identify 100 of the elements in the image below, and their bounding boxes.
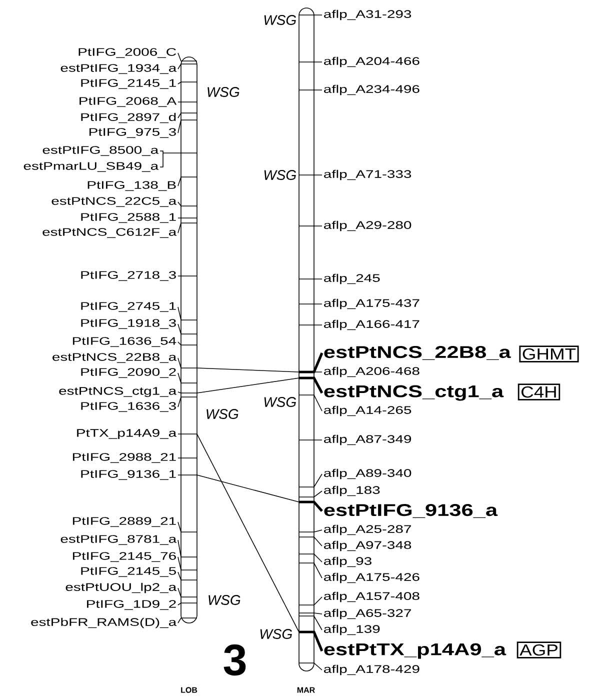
marker-label: aflp_A89-340 — [324, 468, 412, 480]
leader-line — [178, 112, 198, 118]
marker-label: aflp_A65-327 — [324, 608, 411, 620]
leader-line — [178, 474, 198, 476]
marker-label: aflp_183 — [324, 486, 380, 496]
marker-label: PtIFG_2006_C — [78, 48, 176, 58]
leader-line — [178, 176, 198, 186]
connector-line — [196, 378, 300, 394]
connector-line — [196, 434, 300, 632]
leader-line — [298, 562, 322, 578]
marker-label: aflp_A71-333 — [324, 170, 412, 180]
leader-line — [298, 662, 322, 670]
group-label: WSG — [204, 408, 240, 420]
marker-label: aflp_139 — [324, 624, 380, 636]
marker-label: estPtNCS_22C5_a — [52, 197, 177, 207]
leader-line — [178, 64, 198, 70]
marker-label: aflp_A178-429 — [324, 664, 420, 676]
marker-label: aflp_A29-280 — [324, 220, 412, 232]
gene-box: AGP — [516, 642, 562, 658]
leader-line — [178, 556, 198, 570]
marker-label: aflp_A204-466 — [324, 56, 420, 68]
marker-label: PtIFG_975_3 — [90, 128, 176, 138]
marker-label: PtIFG_2145_5 — [81, 567, 176, 577]
leader-line — [178, 324, 198, 334]
group-label: WSG — [262, 14, 298, 26]
marker-label: estPtIFG_8781_a — [60, 535, 177, 545]
marker-label: PtIFG_1636_54 — [72, 337, 176, 347]
marker-label: PtIFG_138_B — [88, 181, 176, 191]
marker-label: estPtNCS_22B8_a — [324, 346, 511, 360]
gene-box: GHMT — [519, 346, 579, 362]
marker-label: estPtIFG_9136_a — [324, 504, 498, 518]
leader-line — [298, 324, 322, 326]
marker-label: estPmarLU_SB49_a — [24, 162, 159, 172]
group-label: WSG — [205, 86, 241, 98]
leader-line — [178, 602, 198, 606]
leader-line — [298, 612, 322, 614]
marker-label: estPtNCS_ctg1_a — [324, 385, 504, 401]
chromosome-bar — [298, 8, 314, 672]
marker-label: aflp_A97-348 — [324, 540, 412, 552]
leader-line — [298, 596, 322, 606]
marker-label: aflp_A25-287 — [324, 524, 411, 536]
marker-label: PtIFG_1636_3 — [81, 402, 176, 412]
leader-line — [178, 396, 198, 408]
leader-line — [178, 522, 198, 532]
marker-label: PtIFG_1D9_2 — [87, 600, 176, 610]
group-label: WSG — [262, 169, 298, 181]
marker-label: PtIFG_1918_3 — [81, 319, 176, 329]
leader-line — [299, 630, 324, 652]
bracket-leader — [160, 150, 198, 168]
marker-label: aflp_A175-426 — [324, 572, 420, 584]
marker-label: PtIFG_2090_2 — [81, 368, 176, 378]
leader-line — [298, 554, 322, 562]
connector-line — [196, 474, 300, 502]
marker-label: PtIFG_9136_1 — [81, 470, 176, 480]
marker-label: PtIFG_2145_1 — [81, 79, 176, 89]
marker-label: aflp_A166-417 — [324, 320, 420, 330]
marker-label: aflp_A14-265 — [324, 406, 412, 416]
marker-label: estPbFR_RAMS(D)_a — [31, 618, 177, 628]
marker-label: aflp_245 — [324, 274, 380, 284]
marker-label: estPtIFG_1934_a — [60, 64, 177, 74]
group-label: WSG — [206, 594, 242, 606]
leader-line — [178, 540, 198, 558]
leader-line — [298, 530, 322, 532]
leader-line — [298, 278, 322, 280]
leader-line — [298, 394, 322, 412]
marker-label: estPtNCS_C612F_a — [42, 228, 177, 238]
leader-line — [298, 490, 322, 498]
marker-label: PtIFG_2745_1 — [81, 302, 176, 312]
chromosome-bar — [180, 56, 198, 624]
marker-label: PtIFG_2145_76 — [72, 552, 176, 562]
group-label: WSG — [262, 396, 298, 408]
chromosome-number: 3 — [224, 644, 246, 676]
chromosome-label: LOB — [181, 687, 198, 693]
leader-line — [178, 82, 198, 84]
leader-line — [299, 500, 323, 512]
chromosome-label: MAR — [297, 687, 315, 693]
leader-line — [178, 306, 198, 320]
marker-label: aflp_A157-408 — [324, 592, 420, 602]
marker-label: PtIFG_2897_d — [81, 112, 176, 124]
leader-line — [298, 474, 322, 488]
marker-label: aflp_A31-293 — [324, 10, 412, 20]
leader-line — [178, 572, 198, 580]
marker-label: aflp_A87-349 — [324, 434, 412, 446]
marker-label: PtIFG_2988_21 — [72, 453, 176, 463]
marker-label: aflp_A234-496 — [324, 84, 420, 96]
marker-label: aflp_A206-468 — [324, 366, 420, 378]
group-label: WSG — [258, 628, 294, 640]
connector-line — [196, 368, 300, 372]
marker-label: estPtIFG_8500_a — [42, 146, 159, 156]
marker-label: estPtTX_p14A9_a — [324, 643, 506, 659]
leader-line — [178, 52, 198, 62]
leader-line — [298, 174, 322, 176]
leader-line — [178, 588, 198, 598]
marker-label: estPtNCS_ctg1_a — [59, 387, 177, 397]
marker-label: PtTX_p14A9_a — [77, 429, 177, 439]
marker-label: aflp_A175-437 — [324, 298, 420, 310]
marker-label: PtIFG_2889_21 — [72, 517, 176, 527]
leader-line — [298, 616, 322, 630]
marker-label: PtIFG_2068_A — [80, 97, 177, 107]
leader-line — [178, 358, 198, 368]
